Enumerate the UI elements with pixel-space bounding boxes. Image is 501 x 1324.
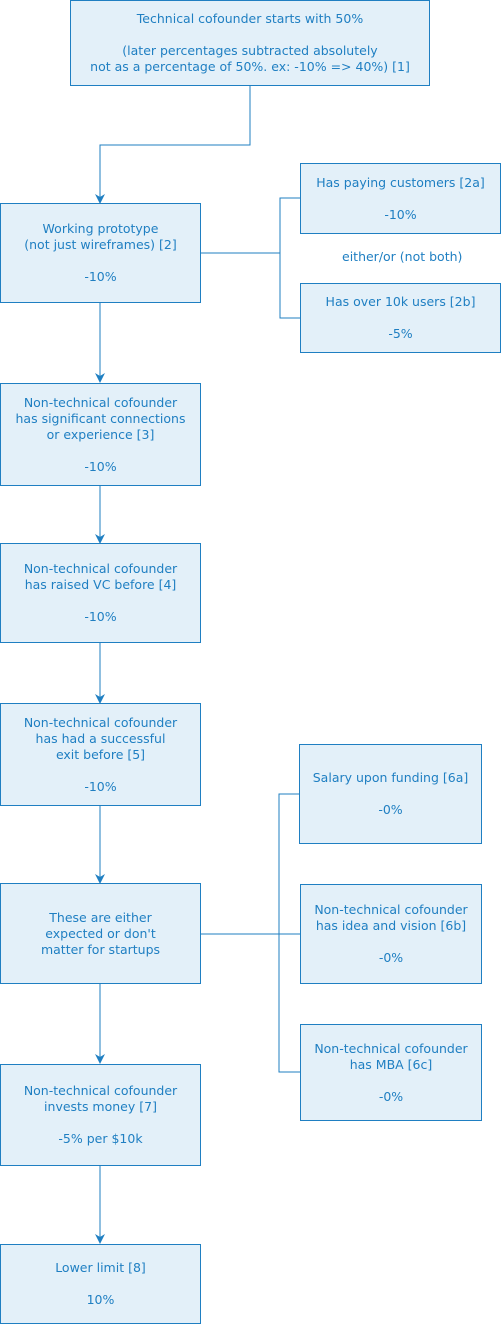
node-label-line: invests money [7] xyxy=(44,1099,157,1114)
node-label-line: These are either xyxy=(49,909,152,925)
node-label-line: Lower limit [8] xyxy=(55,1260,146,1275)
node-over-10k-users: Has over 10k users [2b] -5% xyxy=(300,283,501,353)
either-or-label: either/or (not both) xyxy=(342,249,463,264)
node-label-line: Salary upon funding [6a] xyxy=(312,770,469,785)
node-has-mba: Non-technical cofounder has MBA [6c] -0% xyxy=(300,1024,482,1121)
node-start-50-percent: Technical cofounder starts with 50% (lat… xyxy=(70,0,430,86)
node-label-line: Has over 10k users [2b] xyxy=(325,294,476,309)
node-working-prototype: Working prototype (not just wireframes) … xyxy=(0,203,201,303)
node-label-line: matter for startups xyxy=(40,941,161,957)
node-label-line: has had a successful xyxy=(35,730,166,746)
node-label-line: Non-technical cofounder xyxy=(314,1040,468,1056)
node-value: -10% xyxy=(384,206,417,222)
node-label-line: or experience [3] xyxy=(46,426,155,442)
node-lower-limit: Lower limit [8] 10% xyxy=(0,1244,201,1324)
node-salary-upon-funding: Salary upon funding [6a] -0% xyxy=(299,744,482,844)
node-start-note-line2: not as a percentage of 50%. ex: -10% => … xyxy=(90,59,410,74)
node-label-line: has MBA [6c] xyxy=(349,1056,433,1072)
node-label-line: Non-technical cofounder xyxy=(314,902,468,917)
node-successful-exit: Non-technical cofounder has had a succes… xyxy=(0,703,201,806)
node-label-line: has raised VC before [4] xyxy=(24,577,177,592)
node-value: -5% xyxy=(388,326,413,341)
node-label-line: has idea and vision [6b] xyxy=(315,918,467,933)
node-label-line: Working prototype xyxy=(42,221,159,236)
node-idea-and-vision: Non-technical cofounder has idea and vis… xyxy=(300,884,482,984)
node-label-line: Non-technical cofounder xyxy=(23,561,178,576)
node-value: 10% xyxy=(86,1292,115,1307)
connector-bracket-n6a-n6c xyxy=(278,793,300,1073)
node-value: -0% xyxy=(378,950,404,965)
node-raised-vc: Non-technical cofounder has raised VC be… xyxy=(0,543,201,643)
node-value: -0% xyxy=(378,1088,404,1104)
node-value: -10% xyxy=(84,609,117,624)
node-connections-experience: Non-technical cofounder has significant … xyxy=(0,383,201,486)
node-label-line: exit before [5] xyxy=(55,746,146,762)
connector-bracket-n2a xyxy=(279,197,300,319)
node-label-line: Non-technical cofounder xyxy=(23,394,178,410)
node-invests-money: Non-technical cofounder invests money [7… xyxy=(0,1064,201,1166)
node-paying-customers: Has paying customers [2a] -10% xyxy=(300,163,501,234)
node-value: -0% xyxy=(378,802,403,817)
node-label-line: Non-technical cofounder xyxy=(23,714,178,730)
node-label-line: (not just wireframes) [2] xyxy=(24,237,177,252)
node-value: -10% xyxy=(84,778,117,794)
node-value: -5% per $10k xyxy=(58,1131,143,1146)
node-start-title: Technical cofounder starts with 50% xyxy=(136,11,364,26)
node-label-line: expected or don't xyxy=(45,925,156,941)
node-label-line: Non-technical cofounder xyxy=(23,1083,178,1098)
connector-n1-n2 xyxy=(95,86,251,204)
node-value: -10% xyxy=(84,458,117,474)
node-label-line: Has paying customers [2a] xyxy=(316,174,485,190)
node-value: -10% xyxy=(84,269,117,284)
node-label-line: has significant connections xyxy=(15,410,186,426)
node-start-note-line1: (later percentages subtracted absolutely xyxy=(122,43,378,58)
node-expected-or-dont-matter: These are either expected or don't matte… xyxy=(0,883,201,984)
